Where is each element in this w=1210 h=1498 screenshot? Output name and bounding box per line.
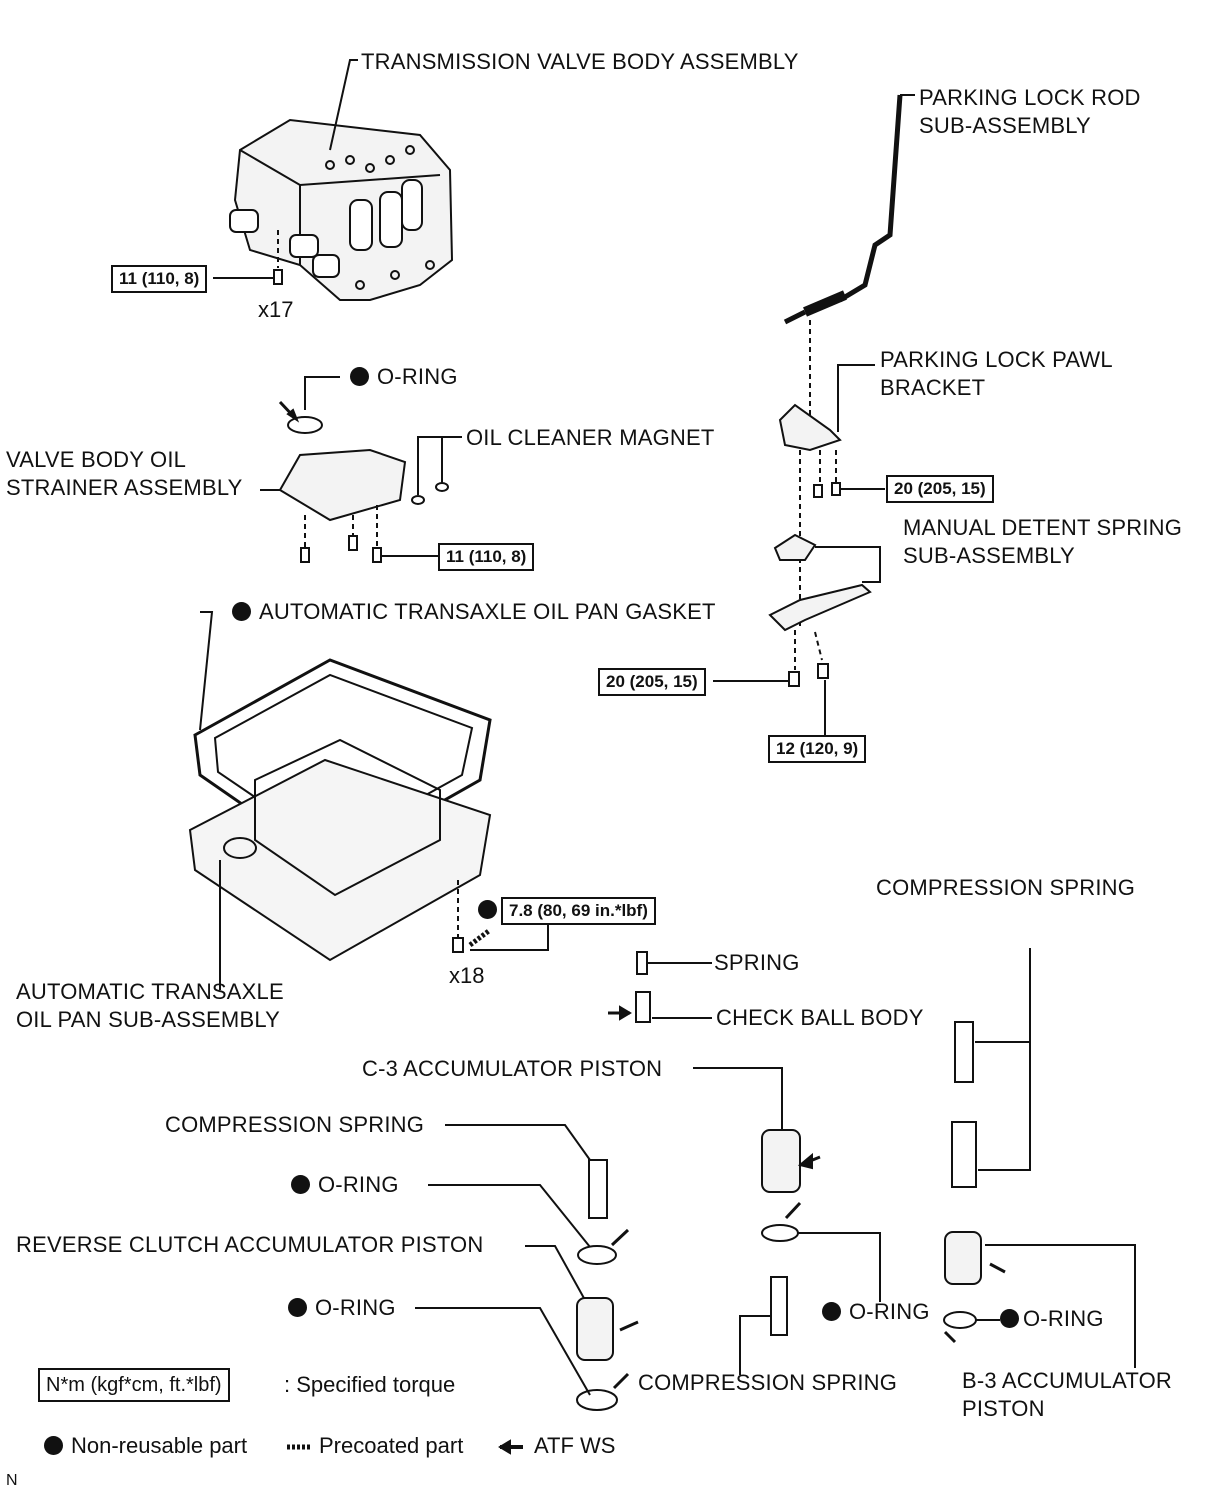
label-oring-left1: O-RING — [291, 1171, 399, 1199]
non-reusable-dot-icon — [1000, 1309, 1019, 1328]
label-manual-detent: MANUAL DETENT SPRING SUB-ASSEMBLY — [903, 515, 1183, 568]
non-reusable-dot-icon — [288, 1298, 307, 1317]
label-parking-lock-pawl: PARKING LOCK PAWL BRACKET — [880, 347, 1113, 400]
valve-body-illustration — [229, 118, 454, 301]
label-oil-pan: AUTOMATIC TRANSAXLE OIL PAN SUB-ASSEMBLY — [16, 979, 284, 1032]
label-compression-spring-left: COMPRESSION SPRING — [165, 1112, 425, 1137]
label-parking-lock-rod: PARKING LOCK ROD SUB-ASSEMBLY — [919, 85, 1141, 138]
label-oring-mid: O-RING — [822, 1298, 930, 1326]
torque-detent-2: 12 (120, 9) — [768, 735, 867, 763]
legend-non-reusable: Non-reusable part — [44, 1433, 247, 1459]
label-valve-body: TRANSMISSION VALVE BODY ASSEMBLY — [361, 49, 799, 74]
legend-atf: ATF WS — [534, 1433, 616, 1458]
label-compression-spring-bottom: COMPRESSION SPRING — [638, 1370, 898, 1395]
label-compression-spring-right: COMPRESSION SPRING — [876, 875, 1136, 900]
label-spring: SPRING — [714, 950, 800, 975]
corner-mark: N — [6, 1472, 18, 1489]
legend-torque-unit: N*m (kgf*cm, ft.*lbf) — [38, 1368, 230, 1402]
label-reverse-clutch: REVERSE CLUTCH ACCUMULATOR PISTON — [16, 1232, 484, 1257]
non-reusable-dot-icon — [291, 1175, 310, 1194]
label-oring-left2: O-RING — [288, 1294, 396, 1322]
label-b3-piston: B-3 ACCUMULATOR PISTON — [962, 1368, 1173, 1421]
non-reusable-dot-icon — [822, 1302, 841, 1321]
label-oil-cleaner-magnet: OIL CLEANER MAGNET — [466, 425, 715, 450]
label-oring-right: O-RING — [1000, 1305, 1104, 1333]
torque-detent-1: 20 (205, 15) — [598, 668, 706, 696]
label-oring-top: O-RING — [350, 363, 458, 391]
label-valve-body-strainer: VALVE BODY OIL STRAINER ASSEMBLY — [6, 447, 243, 500]
torque-valve-body: 11 (110, 8) — [111, 265, 208, 293]
non-reusable-dot-icon — [350, 367, 369, 386]
non-reusable-dot-icon — [232, 602, 251, 621]
label-c3-piston: C-3 ACCUMULATOR PISTON — [362, 1056, 663, 1081]
non-reusable-dot-icon — [478, 900, 497, 919]
non-reusable-dot-icon — [44, 1436, 63, 1455]
legend-torque-desc: : Specified torque — [284, 1372, 456, 1397]
torque-pawl-bracket: 20 (205, 15) — [886, 475, 994, 503]
parking-lock-rod-illustration — [783, 94, 903, 325]
label-oil-pan-gasket: AUTOMATIC TRANSAXLE OIL PAN GASKET — [232, 598, 716, 626]
torque-strainer: 11 (110, 8) — [438, 543, 535, 571]
torque-oil-pan: 7.8 (80, 69 in.*lbf) — [501, 897, 656, 925]
qty-oil-pan-bolts: x18 — [449, 963, 485, 988]
label-check-ball-body: CHECK BALL BODY — [716, 1005, 924, 1030]
legend-precoated: Precoated part — [319, 1433, 464, 1458]
qty-valve-body-bolts: x17 — [258, 297, 294, 322]
